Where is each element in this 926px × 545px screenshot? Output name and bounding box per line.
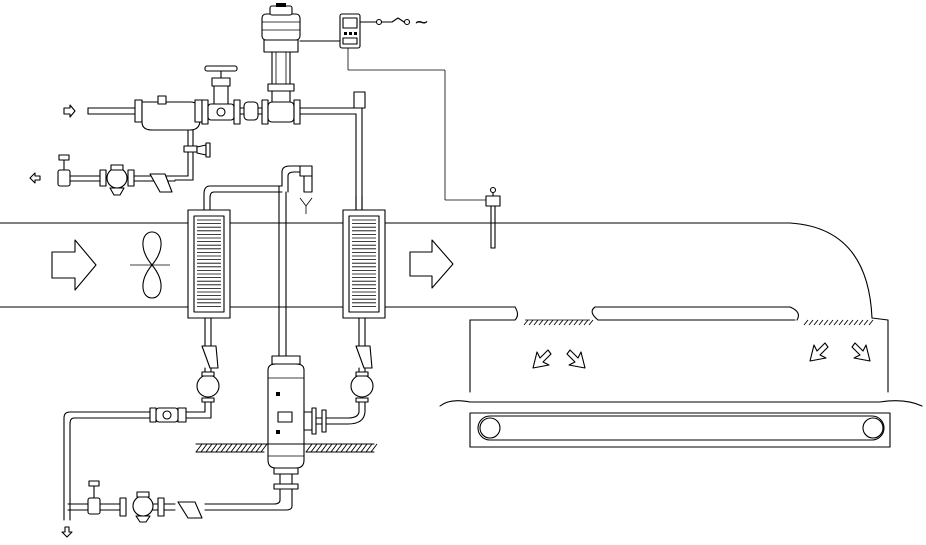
ac-power-icon: ~: [414, 12, 429, 33]
steam-separator: [134, 95, 211, 158]
flash-vessel: [267, 185, 327, 490]
outlet-vent-arrow-icon: [851, 342, 871, 362]
lower-gate-valve: [87, 480, 101, 515]
outlet-vent-left: [523, 319, 594, 326]
secondary-heating-coil: [342, 209, 386, 319]
globe-valve: [201, 65, 241, 125]
drain-outlet-arrow-icon: [61, 526, 73, 538]
temperature-sensor: [485, 186, 501, 249]
steam-trap-upper: [99, 164, 135, 196]
air-inlet-arrow-icon: [63, 104, 76, 118]
temperature-controller: [299, 13, 411, 49]
inline-strainer: [239, 101, 263, 121]
motorized-control-valve: [261, 3, 301, 125]
strainer-upper: [133, 173, 176, 193]
steam-supply-line: [87, 107, 363, 211]
coil2-steam-feed: [353, 91, 366, 211]
coil1-steam-feed: [203, 165, 313, 214]
outlet-vent-right: [803, 319, 874, 326]
outlet-vent-arrow-icon: [566, 349, 586, 369]
coil2-condensate-drop: [325, 317, 374, 425]
gate-valve-upper: [57, 154, 71, 187]
outlet-vent-arrow-icon: [809, 342, 829, 362]
drying-chamber: [439, 319, 923, 407]
conveyor-belt: [469, 412, 891, 448]
primary-heating-coil: [187, 209, 231, 319]
lower-drain-line: [67, 488, 293, 511]
sensor-signal-wire: [347, 48, 488, 201]
condensate-line-upper: [64, 151, 194, 182]
airflow-arrow-icon: [409, 239, 454, 289]
condensate-outlet-arrow-icon: [29, 172, 41, 184]
outlet-vent-arrow-icon: [532, 349, 552, 369]
lower-strainer: [177, 501, 203, 519]
floor-slab: [195, 443, 378, 453]
airflow-arrow-icon: [51, 239, 97, 291]
coil1-condensate-drop: [185, 317, 220, 419]
coil1-bypass-valve: [63, 407, 187, 521]
fan-icon: [130, 231, 170, 299]
lower-steam-trap: [119, 491, 165, 523]
